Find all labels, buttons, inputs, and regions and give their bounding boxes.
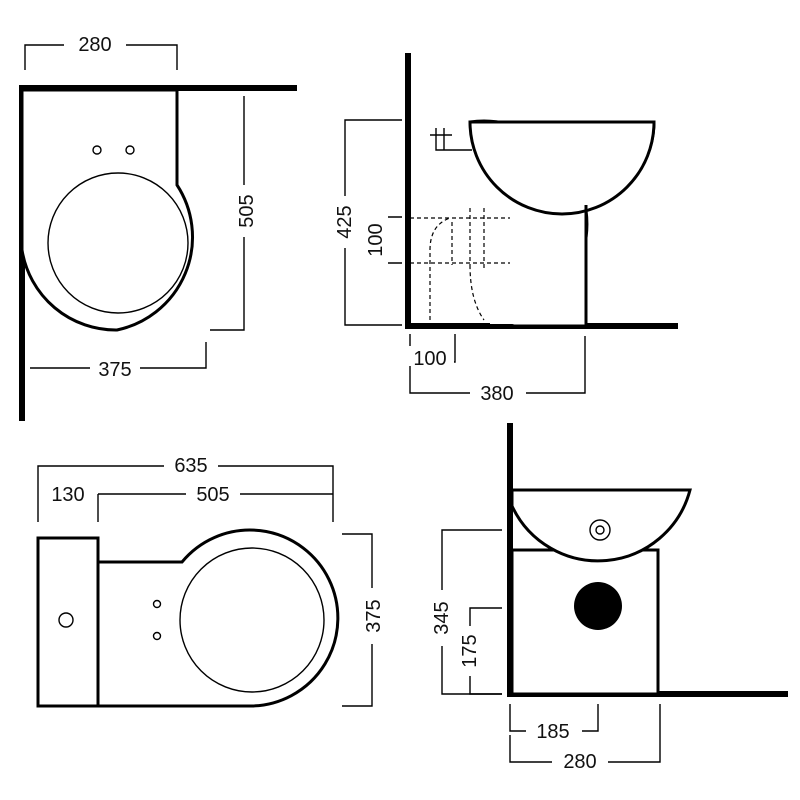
- dim-front-outlet-label: 175: [459, 634, 481, 667]
- dim-depth-line: [210, 96, 245, 331]
- seat-ring: [47, 172, 189, 314]
- dim-overall-label: 375: [98, 359, 131, 381]
- tap-hole-inner: [595, 525, 605, 535]
- dim-wall-offset-label: 100: [413, 348, 446, 370]
- wall-floor-line: [507, 423, 788, 697]
- dim-bowl-label: 505: [196, 484, 229, 506]
- bowl-body: [96, 528, 340, 708]
- dim-plan-width-label: 375: [363, 599, 385, 632]
- bowl-curve: [468, 120, 656, 216]
- dim-outlet-offset-label: 185: [536, 721, 569, 743]
- seat-ring: [179, 547, 325, 693]
- dim-depth-label: 505: [236, 194, 258, 227]
- top-left-plan-view: 280 505 375: [19, 31, 297, 421]
- pedestal-fill: [490, 205, 586, 324]
- fixing-hole-right: [125, 145, 135, 155]
- plan-view-with-cistern: 635 130 505 375: [36, 452, 386, 708]
- front-elevation-view: 345 175 185 280: [430, 423, 788, 774]
- trap-hidden-outline: [410, 208, 510, 321]
- wall-line: [19, 85, 297, 421]
- fixing-hole-left: [92, 145, 102, 155]
- fixing-hole-top: [152, 599, 162, 609]
- fixing-hole-bottom: [152, 631, 162, 641]
- dim-overall-length-label: 635: [174, 455, 207, 477]
- side-elevation-view: 425 100 100 380: [333, 53, 678, 406]
- dim-outlet-height-label: 100: [365, 223, 387, 256]
- dim-overall-line: [30, 342, 207, 369]
- inlet-fitting: [430, 128, 472, 151]
- flush-button: [58, 612, 74, 628]
- outlet-hole: [574, 582, 622, 630]
- dim-front-height-label: 345: [431, 601, 453, 634]
- dim-height-label: 425: [334, 205, 356, 238]
- dim-cistern-label: 130: [51, 484, 84, 506]
- bowl-outline: [20, 88, 195, 332]
- dim-front-width-label: 280: [563, 751, 596, 773]
- dim-projection-label: 380: [480, 383, 513, 405]
- dim-width-label: 280: [78, 34, 111, 56]
